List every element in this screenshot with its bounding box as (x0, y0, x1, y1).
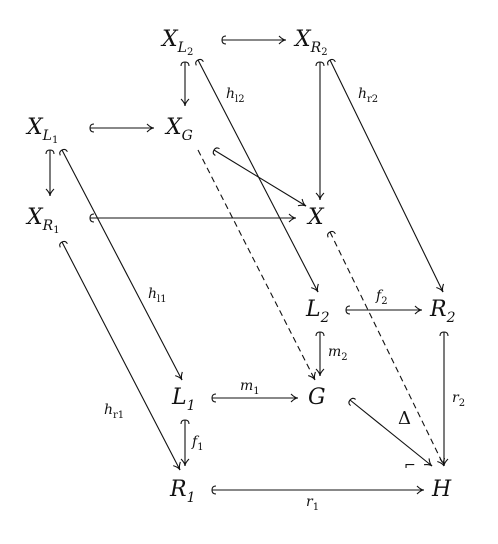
node-l2: L2 (305, 297, 330, 326)
label-hr1: hr1 (104, 402, 124, 421)
label-m2: m2 (328, 344, 348, 363)
node-r2: R2 (429, 297, 456, 326)
node-xr2: XR2 (293, 27, 328, 58)
label-hl2: hl2 (226, 86, 245, 105)
node-x: X (306, 205, 325, 230)
node-xl2: XL2 (160, 27, 193, 58)
pullback-marker: ⌐ (404, 458, 416, 474)
node-h: H (431, 477, 452, 502)
node-g: G (308, 385, 326, 410)
node-xr1: XR1 (25, 205, 60, 236)
objects: XL2 XR2 XL1 XG XR1 X L2 R2 L1 G R1 (25, 27, 456, 506)
arrows (45, 35, 449, 495)
arrow-g-h (348, 397, 433, 467)
arrow-xg-x (212, 147, 307, 207)
node-xl1: XL1 (25, 115, 58, 146)
node-r1: R1 (169, 477, 196, 506)
arrow-hl2 (195, 58, 319, 293)
label-delta: Δ (398, 408, 411, 429)
label-hl1: hl1 (148, 286, 167, 305)
label-f1: f1 (191, 434, 204, 453)
arrow-hr2 (327, 58, 445, 293)
node-l1: L1 (171, 385, 196, 414)
arrow-labels: hl2 hr2 hl1 hr1 f2 m2 m1 f1 r2 r1 Δ (104, 86, 465, 513)
arrow-hr1 (59, 240, 181, 471)
label-r2: r2 (452, 390, 465, 409)
node-xg: XG (164, 115, 193, 144)
label-hr2: hr2 (358, 86, 378, 105)
arrow-x-h-dashed (327, 230, 446, 467)
arrow-xg-g-dashed (197, 149, 316, 381)
label-r1: r1 (306, 494, 319, 513)
label-m1: m1 (240, 378, 260, 397)
label-f2: f2 (375, 288, 388, 307)
arrow-hl1 (59, 148, 183, 381)
